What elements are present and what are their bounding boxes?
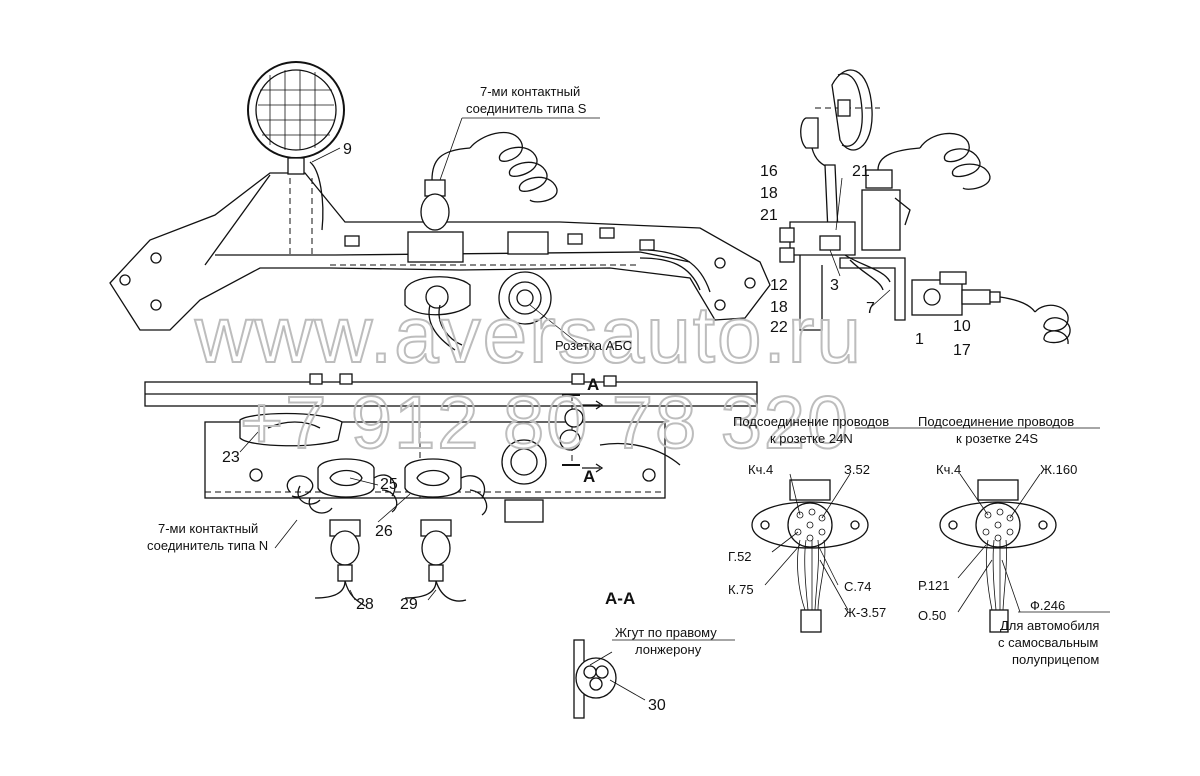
callout-10: 10 [953,318,971,335]
wire-24n-right-1: С.74 [844,579,871,594]
socket-24n-diagram [751,479,869,633]
callout-21-right: 21 [852,163,870,180]
callout-18-top: 18 [760,185,778,202]
label-dump-line3: полуприцепом [1012,652,1099,667]
wire-24n-top-left: Кч.4 [748,462,773,477]
label-section-aa: А-А [605,589,635,608]
side-view-assembly [779,69,1071,345]
callout-16: 16 [760,163,778,180]
callout-28: 28 [356,596,374,613]
label-24s-line1: Подсоединение проводов [918,414,1074,429]
callout-9: 9 [343,141,352,158]
wire-24n-left-1: Г.52 [728,549,752,564]
upper-bracket-assembly [109,61,771,351]
label-socket-abs: Розетка АБС [555,338,632,353]
label-harness-line2: лонжерону [635,642,702,657]
label-24n-line2: к розетке 24N [770,431,853,446]
watermark-phone: +7 912 80 78 320 [240,381,850,464]
label-connector-s-line2: соединитель типа S [466,101,587,116]
wire-24s-top-left: Кч.4 [936,462,961,477]
label-harness-line1: Жгут по правому [615,625,717,640]
callout-30: 30 [648,697,666,714]
callout-18-bottom: 18 [770,299,788,316]
label-connector-s-line1: 7-ми контактный [480,84,580,99]
callout-21-left: 21 [760,207,778,224]
callout-26: 26 [375,523,393,540]
section-mark-bottom: А [583,467,595,486]
callout-23: 23 [222,449,240,466]
label-connector-n-line1: 7-ми контактный [158,521,258,536]
watermark-site: www.aversauto.ru [194,290,863,379]
callout-29: 29 [400,596,418,613]
callout-12: 12 [770,277,788,294]
wire-24n-right-2: Ж-З.57 [844,605,886,620]
callout-25: 25 [380,476,398,493]
wire-24s-top-right: Ж.160 [1040,462,1077,477]
lower-assembly [144,373,758,719]
label-dump-line1: Для автомобиля [1000,618,1099,633]
socket-24s-diagram [939,479,1057,633]
section-mark-top: А [587,375,599,394]
callout-7: 7 [866,300,875,317]
label-dump-line2: с самосвальным [998,635,1098,650]
wire-24n-left-2: К.75 [728,582,754,597]
callout-1: 1 [915,331,924,348]
leader-lines [239,117,1110,701]
wire-24n-top-right: З.52 [844,462,870,477]
wire-24s-left-1: Р.121 [918,578,950,593]
callout-3: 3 [830,277,839,294]
callout-22: 22 [770,319,788,336]
callout-17: 17 [953,342,971,359]
label-24n-line1: Подсоединение проводов [733,414,889,429]
label-24s-line2: к розетке 24S [956,431,1038,446]
label-connector-n-line2: соединитель типа N [147,538,268,553]
wire-24s-left-2: О.50 [918,608,946,623]
wire-24s-right-1: Ф.246 [1030,598,1065,613]
